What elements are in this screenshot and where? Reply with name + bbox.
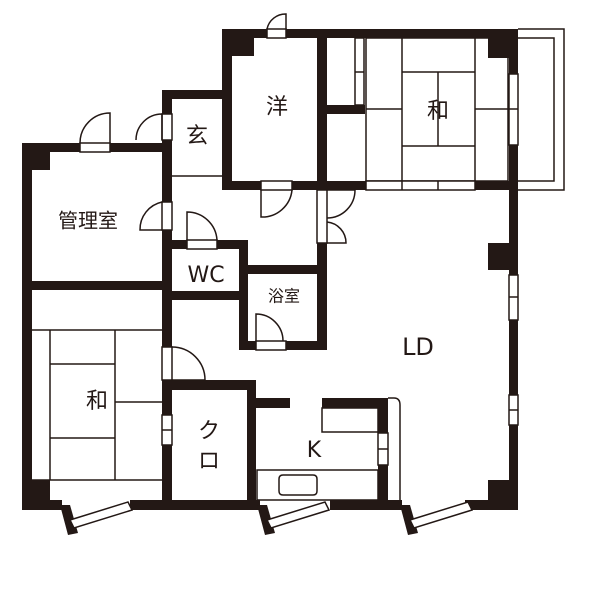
door-swing xyxy=(266,13,287,30)
door-swing xyxy=(171,346,206,381)
wall xyxy=(286,29,518,38)
wall xyxy=(217,240,248,249)
wall xyxy=(378,398,388,433)
wall xyxy=(509,145,518,275)
wall xyxy=(248,265,327,274)
door-frame xyxy=(161,201,173,231)
door-frame xyxy=(186,239,218,250)
room-label-kitchen: K xyxy=(307,438,322,463)
room-label-ld: LD xyxy=(402,333,434,361)
room-label-closet-2: ロ xyxy=(198,449,220,474)
room-label-western: 洋 xyxy=(266,95,288,120)
wall xyxy=(130,500,260,510)
wall xyxy=(222,29,267,38)
wall xyxy=(317,243,327,350)
pillar xyxy=(488,243,510,270)
wall xyxy=(162,140,172,202)
room-label-closet-1: ク xyxy=(198,419,220,444)
door-swing xyxy=(135,113,163,141)
bay-window xyxy=(68,501,134,529)
wall xyxy=(317,29,327,190)
balcony xyxy=(518,28,565,191)
wall xyxy=(22,500,62,510)
window-divider xyxy=(162,71,518,450)
wall xyxy=(110,143,172,152)
wall xyxy=(247,380,256,510)
wall xyxy=(256,398,290,408)
wall xyxy=(222,29,232,190)
wall xyxy=(22,143,32,510)
wall xyxy=(327,105,365,114)
pillar xyxy=(488,480,510,502)
wall xyxy=(172,240,187,249)
door-frame xyxy=(255,340,287,351)
room-label-japanese-top: 和 xyxy=(427,99,449,124)
wall xyxy=(22,281,172,290)
wall xyxy=(509,320,518,395)
room-label-japanese-bottom: 和 xyxy=(86,389,108,414)
wall xyxy=(509,425,518,510)
wall xyxy=(378,465,388,505)
windows xyxy=(60,37,519,535)
pillar xyxy=(488,36,510,58)
door-swing xyxy=(186,211,218,241)
wall xyxy=(162,380,172,415)
room-label-bathroom: 浴室 xyxy=(268,287,300,306)
wall xyxy=(162,90,172,114)
room-label-manager-room: 管理室 xyxy=(58,209,118,233)
wall xyxy=(509,29,518,74)
door-frame xyxy=(161,113,173,141)
door-swing xyxy=(139,201,163,231)
pillar xyxy=(28,480,50,502)
room-labels: 洋 和 玄 管理室 WC 浴室 LD 和 ク ロ K xyxy=(58,95,449,474)
pillar xyxy=(232,36,254,56)
wall xyxy=(322,398,388,408)
wall xyxy=(162,445,172,510)
pillar xyxy=(28,150,50,170)
bay-window xyxy=(265,501,331,529)
wall xyxy=(222,181,261,190)
bay-window xyxy=(408,501,474,529)
wall xyxy=(162,90,232,99)
door-frame xyxy=(161,346,173,381)
door-swing xyxy=(79,112,111,144)
window xyxy=(365,180,476,191)
door-swing xyxy=(260,189,293,218)
tatami-bottom xyxy=(32,329,162,481)
wall xyxy=(286,341,327,350)
door-swing xyxy=(326,221,347,244)
wall xyxy=(292,181,366,190)
doors xyxy=(79,13,356,381)
wall xyxy=(172,291,239,300)
fixtures xyxy=(32,28,565,501)
wall xyxy=(22,143,80,152)
wall xyxy=(330,500,402,510)
wall xyxy=(248,341,256,350)
door-frame xyxy=(266,28,287,39)
wall xyxy=(465,500,518,510)
room-label-wc: WC xyxy=(187,263,224,288)
wall xyxy=(475,181,518,190)
wall xyxy=(162,380,255,390)
door-frame xyxy=(79,142,111,153)
walls xyxy=(22,29,518,510)
door-frame xyxy=(260,180,293,191)
door-swing xyxy=(326,189,356,219)
door-swing xyxy=(255,313,284,342)
wall xyxy=(239,240,248,350)
door-frame xyxy=(316,189,328,244)
room-label-entrance: 玄 xyxy=(186,124,208,149)
